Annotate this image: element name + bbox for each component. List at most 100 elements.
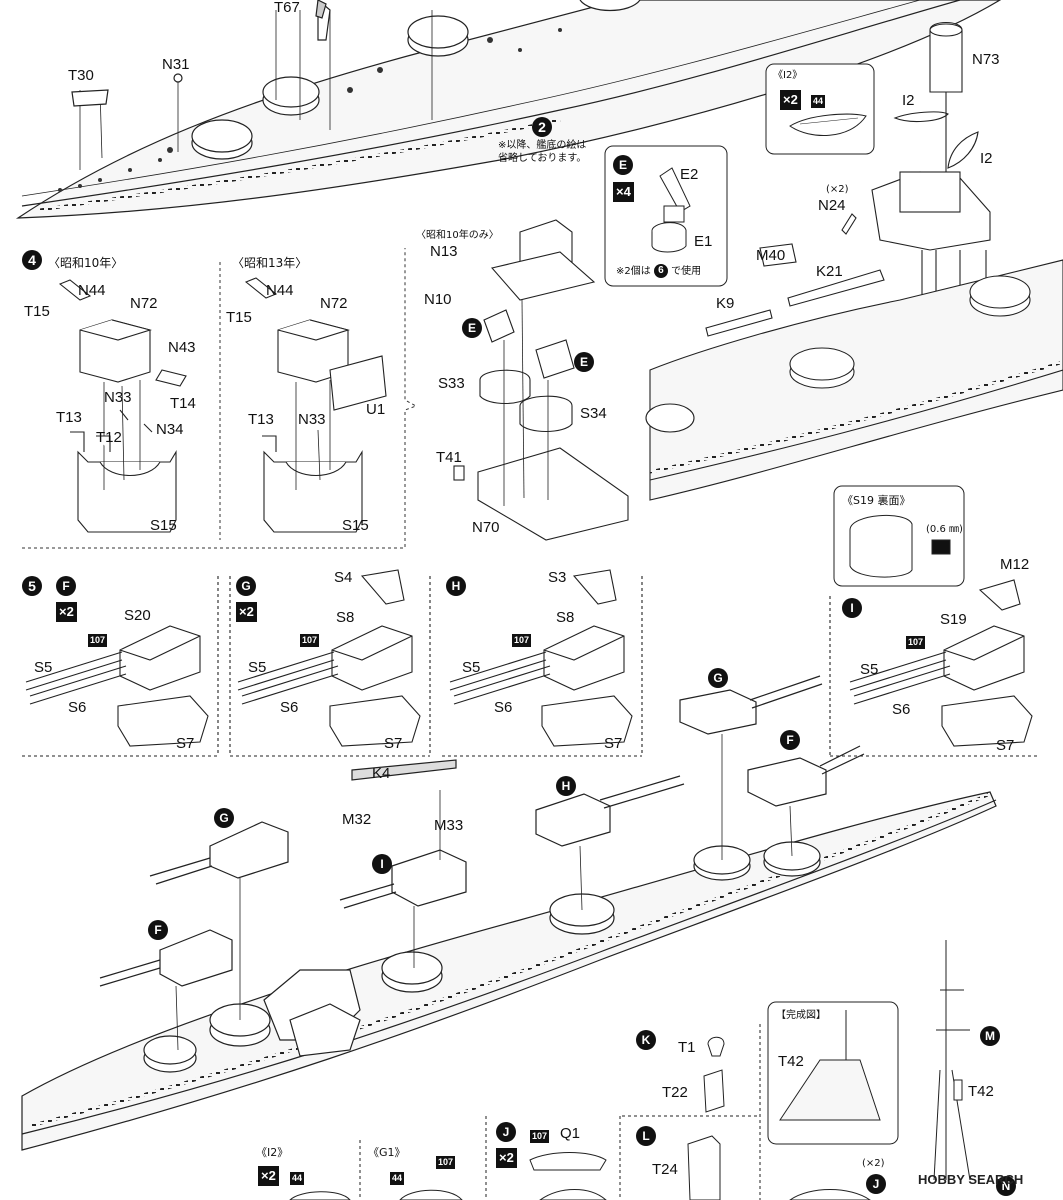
- part-label: S5: [462, 659, 481, 676]
- part-label: T24: [652, 1161, 678, 1178]
- part-label: S8: [556, 609, 575, 626]
- part-label: N44: [266, 282, 294, 299]
- assembly-letter: I: [372, 854, 392, 874]
- assembly-letter: E: [574, 352, 594, 372]
- part-label: S6: [892, 701, 911, 718]
- assembly-letter: J: [496, 1122, 516, 1142]
- step4-ship-deck: [645, 243, 1063, 501]
- quantity-multiplier: ×2: [258, 1166, 279, 1186]
- paint-code: 107: [512, 634, 532, 647]
- variant-note: 〈昭和10年のみ〉: [416, 230, 499, 241]
- part-label: N73: [972, 51, 1000, 68]
- part-label: T14: [170, 395, 196, 412]
- part-label: S34: [580, 405, 607, 422]
- part-label: E1: [694, 233, 713, 250]
- assembly-letter: L: [636, 1126, 656, 1146]
- assembly-letter: I: [842, 598, 862, 618]
- omission-note: ※以降、艦底の絵は 省略しております。: [498, 140, 587, 164]
- bridge-superstructure: [841, 21, 991, 336]
- part-label: K9: [716, 295, 735, 312]
- part-label: S7: [176, 735, 195, 752]
- part-label: S19: [940, 611, 967, 628]
- part-label: N34: [156, 421, 184, 438]
- step-number: 5: [22, 576, 42, 596]
- part-label: U1: [366, 401, 386, 418]
- callout-title: 《S19 裏面》: [842, 494, 911, 507]
- assembly-letter: G: [214, 808, 234, 828]
- finished-title: 【完成図】: [776, 1010, 826, 1021]
- part-label: I2: [902, 92, 915, 109]
- part-label: N10: [424, 291, 452, 308]
- part-label: N13: [430, 243, 458, 260]
- step4-parts-showa10: [58, 279, 187, 533]
- paint-code: 44: [290, 1172, 305, 1185]
- assembly-letter: H: [556, 776, 576, 796]
- bridge-base-assembly: [453, 219, 629, 541]
- part-label: S7: [384, 735, 403, 752]
- paint-code: 107: [300, 634, 320, 647]
- callout-title: 《I2》: [256, 1146, 289, 1159]
- part-label: T1: [678, 1039, 696, 1056]
- part-label: N72: [130, 295, 158, 312]
- i2-callout-box: [765, 63, 875, 155]
- part-label: S5: [248, 659, 267, 676]
- part-label: N44: [78, 282, 106, 299]
- part-label: Q1: [560, 1125, 581, 1142]
- assembly-letter: K: [636, 1030, 656, 1050]
- quantity-note: (×2): [862, 1158, 885, 1169]
- part-label: T30: [68, 67, 94, 84]
- s19-callout: [833, 485, 965, 587]
- part-label: S7: [996, 737, 1015, 754]
- step4-divider: [22, 248, 418, 549]
- assembly-letter: E: [613, 155, 633, 175]
- part-label: T67: [274, 0, 300, 16]
- watermark: HOBBY SEARCH: [918, 1172, 1024, 1187]
- e-callout-box: [604, 145, 728, 287]
- assembly-letter: G: [236, 576, 256, 596]
- quantity-multiplier: ×2: [236, 602, 257, 622]
- variant-title: 〈昭和13年〉: [232, 256, 308, 270]
- callout-title: 《I2》: [773, 70, 803, 81]
- part-label: N43: [168, 339, 196, 356]
- part-label: S6: [280, 699, 299, 716]
- step-number: 4: [22, 250, 42, 270]
- paint-code: 107: [906, 636, 926, 649]
- part-label: S7: [604, 735, 623, 752]
- part-label: S33: [438, 375, 465, 392]
- part-label: N24: [818, 197, 846, 214]
- part-label: T42: [778, 1053, 804, 1070]
- step2-ship-forward: [15, 0, 1002, 219]
- step4-parts-showa13: [244, 277, 387, 533]
- paint-code: 44: [811, 95, 826, 108]
- part-label: T13: [56, 409, 82, 426]
- part-label: S6: [494, 699, 513, 716]
- part-label: T13: [248, 411, 274, 428]
- part-label: S15: [342, 517, 369, 534]
- assembly-letter: N: [996, 1176, 1016, 1196]
- variant-title: 〈昭和10年〉: [48, 256, 124, 270]
- part-label: K4: [372, 765, 391, 782]
- part-label: M12: [1000, 556, 1030, 573]
- part-label: T12: [96, 429, 122, 446]
- part-label: S4: [334, 569, 353, 586]
- part-label: N31: [162, 56, 190, 73]
- quantity-multiplier: ×4: [613, 182, 634, 202]
- part-label: T22: [662, 1084, 688, 1101]
- part-label: S15: [150, 517, 177, 534]
- part-label: S20: [124, 607, 151, 624]
- quantity-note: (×2): [826, 184, 849, 195]
- assembly-letter: H: [446, 576, 466, 596]
- part-label: T15: [226, 309, 252, 326]
- part-label: N72: [320, 295, 348, 312]
- part-label: E2: [680, 166, 699, 183]
- paint-code: 107: [530, 1130, 550, 1143]
- part-label: I2: [980, 150, 993, 167]
- assembly-letter: G: [708, 668, 728, 688]
- assembly-letter: F: [780, 730, 800, 750]
- quantity-multiplier: ×2: [780, 90, 801, 110]
- step-number: 2: [532, 117, 552, 137]
- callout-title: 《G1》: [368, 1146, 406, 1159]
- part-label: T41: [436, 449, 462, 466]
